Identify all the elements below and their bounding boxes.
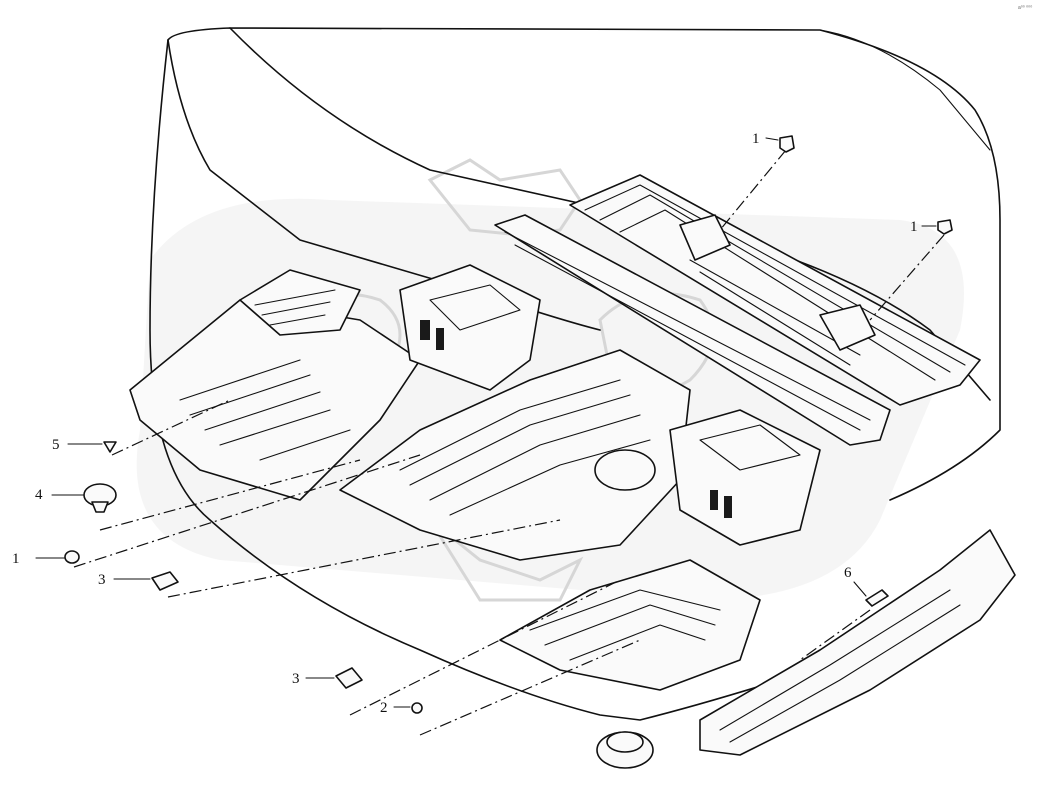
plug-part-1c[interactable]: [64, 550, 80, 564]
center-floor-section: [339, 264, 821, 691]
callout-1-right: 1: [910, 219, 918, 235]
callout-5: 5: [52, 437, 60, 453]
callout-3-bottom: 3: [292, 671, 300, 687]
callout-1-left: 1: [12, 551, 20, 567]
corner-mark: a⁰⁰ ⁰⁰⁰: [1018, 5, 1032, 11]
plug-part-1b[interactable]: [937, 219, 953, 235]
small-parts: [64, 135, 953, 714]
callout-4: 4: [35, 487, 43, 503]
plug-part-6[interactable]: [865, 589, 889, 607]
callout-2: 2: [380, 700, 388, 716]
plug-part-5[interactable]: [103, 441, 117, 453]
callout-6: 6: [844, 565, 852, 581]
plug-part-4[interactable]: [83, 483, 117, 513]
plug-part-3a[interactable]: [151, 571, 179, 591]
plug-part-2[interactable]: [411, 702, 423, 714]
plug-part-3b[interactable]: [335, 667, 363, 689]
callout-1-upper: 1: [752, 131, 760, 147]
plug-part-1a[interactable]: [779, 135, 795, 153]
callout-3-left: 3: [98, 572, 106, 588]
rear-floor-rails: [494, 174, 981, 446]
side-sill: [699, 529, 1016, 756]
callout-numbers: 1 1 1 2 3 3 4 5 6: [12, 131, 937, 716]
bottom-grommet: [596, 731, 654, 769]
front-left-floor: [129, 269, 421, 501]
leader-lines: [73, 149, 945, 736]
